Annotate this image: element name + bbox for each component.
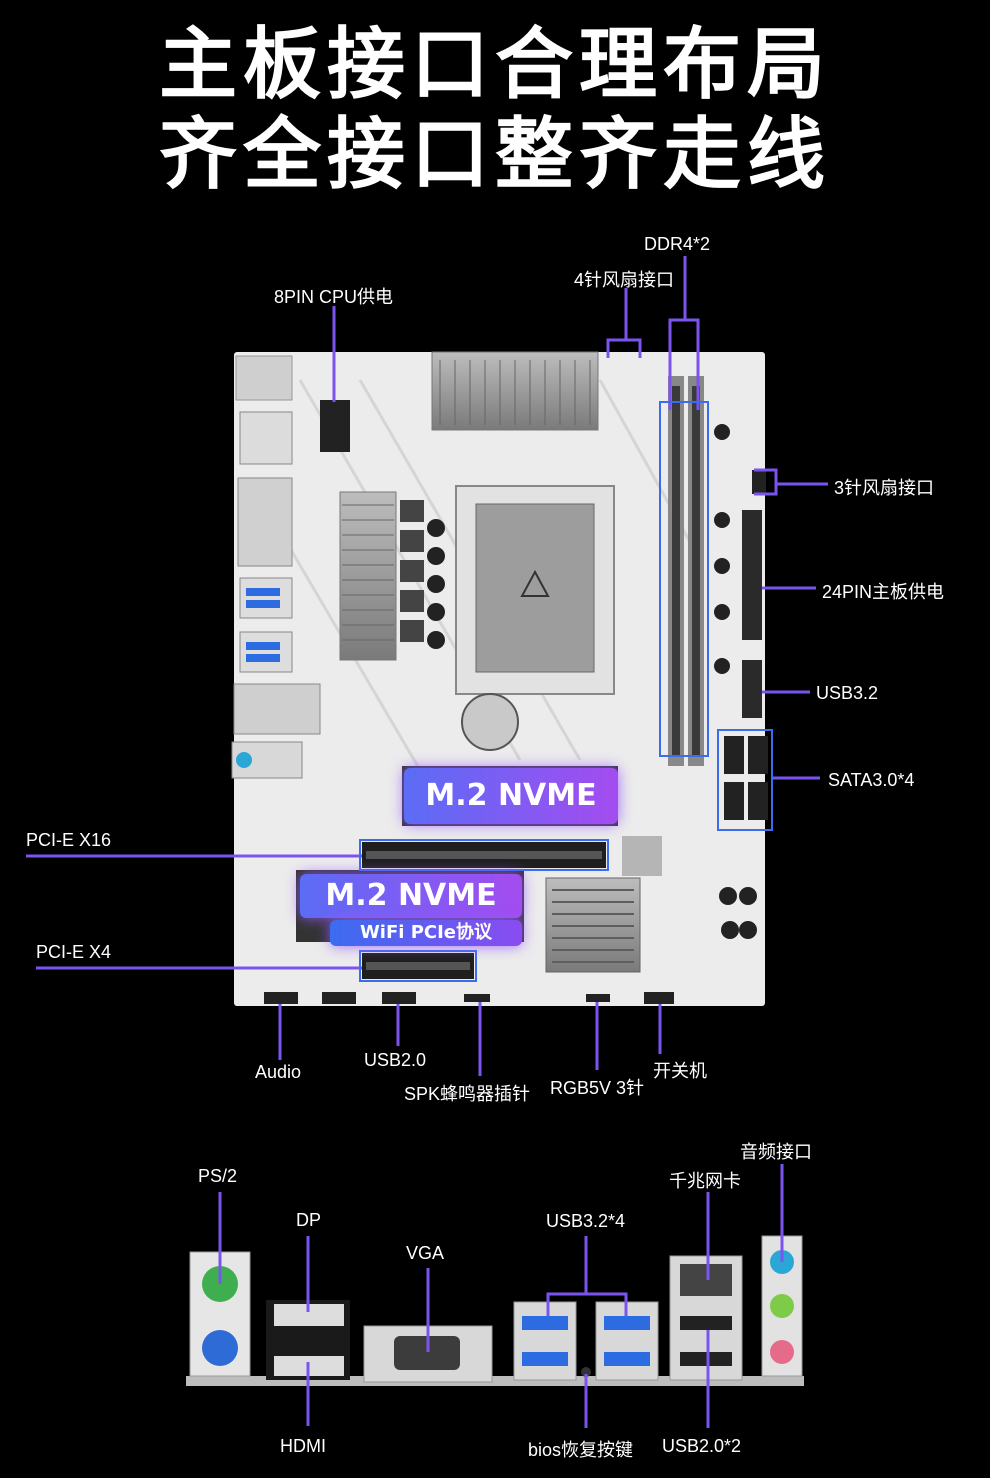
label-ps2: PS/2 [198, 1166, 238, 1186]
usb32-stack-1 [513, 1301, 577, 1381]
cpu-8pin-connector [320, 400, 350, 452]
m2-nvme-badge-top: M.2 NVME [404, 768, 618, 824]
label-spk: SPK蜂鸣器插针 [404, 1084, 531, 1104]
label-lan: 千兆网卡 [669, 1171, 741, 1191]
label-ddr4: DDR4*2 [644, 234, 711, 254]
label-sata: SATA3.0*4 [828, 770, 915, 790]
m2-nvme-badge-bottom: M.2 NVME [300, 874, 522, 918]
label-pcie4: PCI-E X4 [36, 942, 112, 962]
label-audio: Audio [255, 1062, 302, 1082]
label-hdmi: HDMI [280, 1436, 326, 1456]
label-fan3: 3针风扇接口 [834, 478, 935, 498]
bios-button [581, 1367, 591, 1377]
io-panel-base [186, 1376, 804, 1386]
label-atx24: 24PIN主板供电 [822, 582, 945, 602]
cmos-battery [461, 693, 519, 751]
label-rgb: RGB5V 3针 [550, 1078, 645, 1098]
label-usb32: USB3.2 [816, 683, 879, 703]
label-power-switch: 开关机 [653, 1061, 707, 1081]
label-fan4: 4针风扇接口 [574, 270, 675, 290]
label-usb20x2: USB2.0*2 [662, 1436, 742, 1456]
headline-line-1: 主板接口合理布局 [158, 20, 831, 110]
m2-wifi-badge: WiFi PCIe协议 [330, 920, 522, 946]
label-vga: VGA [406, 1243, 445, 1263]
label-usb32x4: USB3.2*4 [546, 1211, 626, 1231]
label-dp: DP [296, 1210, 322, 1230]
atx-24pin-connector [742, 510, 762, 640]
fan3-header [752, 470, 766, 494]
label-pcie16: PCI-E X16 [26, 830, 112, 850]
label-bios: bios恢复按键 [528, 1440, 634, 1460]
headline-line-2: 齐全接口整齐走线 [158, 110, 831, 200]
vrm-heatsink-left [339, 491, 397, 661]
label-audio-jack: 音频接口 [740, 1142, 812, 1162]
label-usb20: USB2.0 [364, 1050, 427, 1070]
usb32-header [742, 660, 762, 718]
label-cpu-power: 8PIN CPU供电 [274, 287, 394, 307]
